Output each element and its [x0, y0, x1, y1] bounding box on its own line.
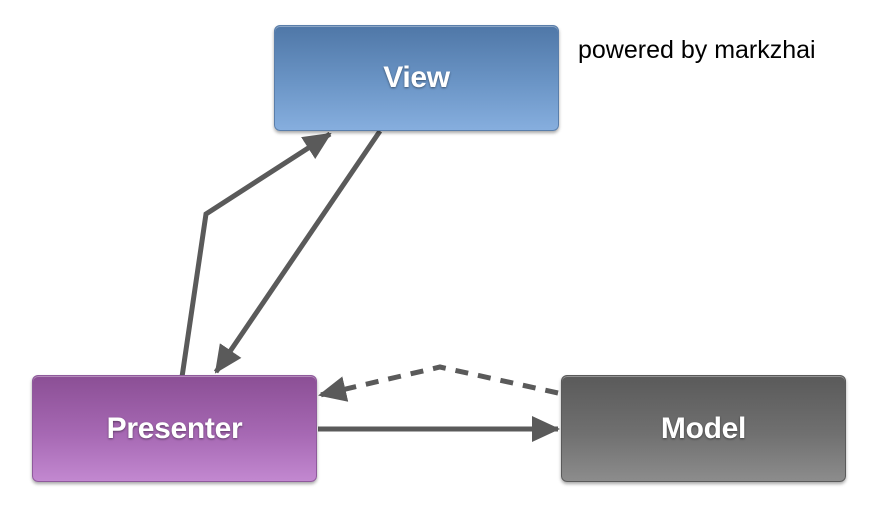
presenter-label: Presenter	[106, 411, 243, 445]
view-label: View	[383, 61, 450, 94]
edge-presenter-to-view	[179, 131, 332, 378]
presenter-node: Presenter	[32, 375, 317, 482]
edge-model-to-presenter	[318, 364, 559, 402]
view-node: View	[274, 25, 559, 131]
edge-view-to-presenter	[213, 129, 383, 374]
model-node: Model	[561, 375, 846, 482]
model-label: Model	[660, 411, 747, 445]
credit-text: powered by markzhai	[578, 36, 816, 64]
